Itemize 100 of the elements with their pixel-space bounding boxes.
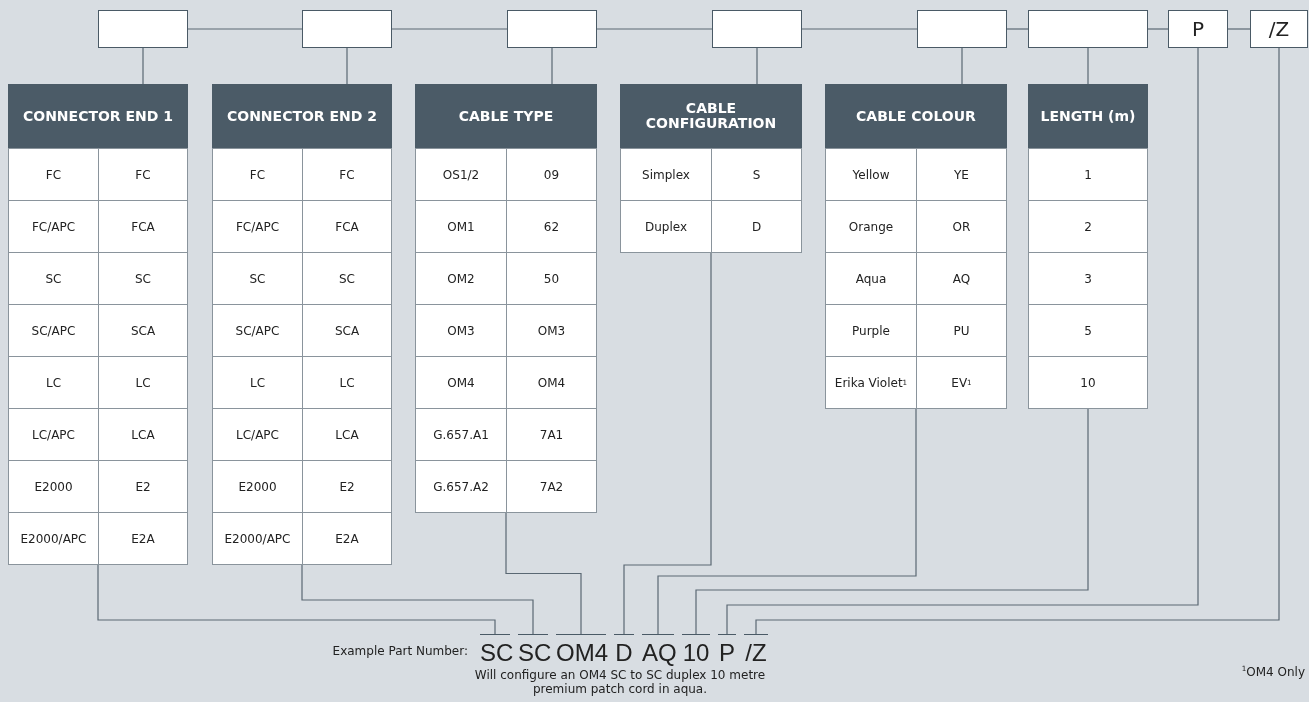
option-value: 2 [1029,200,1147,252]
part-code-segment: AQ [642,634,674,664]
option-code: E2A [98,512,187,564]
table-header: CONNECTOR END 2 [212,84,392,148]
option-table [415,84,597,513]
connector-line [1087,47,1089,85]
part-code-segment: SC [518,634,548,664]
connector-line [801,28,918,30]
option-name: Aqua [826,252,916,304]
connector-line [755,47,1280,635]
option-name: Duplex [621,200,711,252]
option-name: SC [213,252,302,304]
option-name: Purple [826,304,916,356]
part-code-segment: D [614,634,634,664]
option-code: FCA [302,200,391,252]
connector-line [187,28,303,30]
part-code-segment: 10 [682,634,710,664]
option-code: E2 [302,460,391,512]
option-name: OM2 [416,252,506,304]
option-name: SC/APC [9,304,98,356]
option-name: E2000/APC [9,512,98,564]
part-code-segment: SC [480,634,510,664]
option-code: SCA [98,304,187,356]
option-code: EV$^{1}$ [916,356,1006,408]
connector-line [551,47,553,85]
option-value: 10 [1029,356,1147,408]
example-label: Example Part Number: [331,644,468,658]
connector-line [346,47,348,85]
option-name: FC [9,148,98,200]
option-code: YE [916,148,1006,200]
option-code: E2A [302,512,391,564]
code-box [98,10,188,48]
option-code: PU [916,304,1006,356]
option-name: FC/APC [9,200,98,252]
option-value: 3 [1029,252,1147,304]
table-header: LENGTH (m) [1028,84,1148,148]
option-code: 7A2 [506,460,596,512]
option-name: FC [213,148,302,200]
option-name: OM3 [416,304,506,356]
option-code: 7A1 [506,408,596,460]
option-table [212,84,392,565]
connector-line [142,47,144,85]
option-code: 62 [506,200,596,252]
connector-line [695,408,1089,635]
option-name: Simplex [621,148,711,200]
option-code: FC [302,148,391,200]
code-box: /Z [1250,10,1308,48]
connector-line [301,564,534,635]
option-code: AQ [916,252,1006,304]
part-code-segment: OM4 [556,634,606,664]
option-name: E2000/APC [213,512,302,564]
table-header: CABLE TYPE [415,84,597,148]
connector-line [657,408,917,635]
option-code: SC [98,252,187,304]
option-code: SC [302,252,391,304]
connector-line [726,47,1199,635]
option-code: LC [98,356,187,408]
table-header: CABLE COLOUR [825,84,1007,148]
table-header: CONNECTOR END 1 [8,84,188,148]
option-code: FCA [98,200,187,252]
option-table [620,84,802,253]
option-table [825,84,1007,409]
connector-line [97,564,496,635]
option-name: SC [9,252,98,304]
connector-line [391,28,508,30]
option-name: LC [9,356,98,408]
code-box [917,10,1007,48]
connector-line [756,47,758,85]
option-name: E2000 [213,460,302,512]
option-name: LC/APC [9,408,98,460]
option-code: LCA [302,408,391,460]
option-name: G.657.A1 [416,408,506,460]
option-name: LC/APC [213,408,302,460]
table-header: CABLE CONFIGURATION [620,84,802,148]
connector-line [1147,28,1169,30]
option-code: OM4 [506,356,596,408]
option-code: E2 [98,460,187,512]
option-code: D [711,200,801,252]
option-code: FC [98,148,187,200]
code-box [507,10,597,48]
option-name: G.657.A2 [416,460,506,512]
option-name: SC/APC [213,304,302,356]
option-name: Yellow [826,148,916,200]
connector-line [596,28,713,30]
option-name: Orange [826,200,916,252]
part-code-segment: P [718,634,736,664]
connector-line [1227,28,1251,30]
option-code: OR [916,200,1006,252]
option-code: OM3 [506,304,596,356]
code-box [712,10,802,48]
code-box [1028,10,1148,48]
example-description: Will configure an OM4 SC to SC duplex 10 metre premium patch cord in aqua. [473,668,767,696]
option-code: LCA [98,408,187,460]
option-code: S [711,148,801,200]
option-table [8,84,188,565]
option-name: OS1/2 [416,148,506,200]
option-value: 5 [1029,304,1147,356]
option-name: FC/APC [213,200,302,252]
option-name: OM1 [416,200,506,252]
part-code-segment: /Z [744,634,768,664]
